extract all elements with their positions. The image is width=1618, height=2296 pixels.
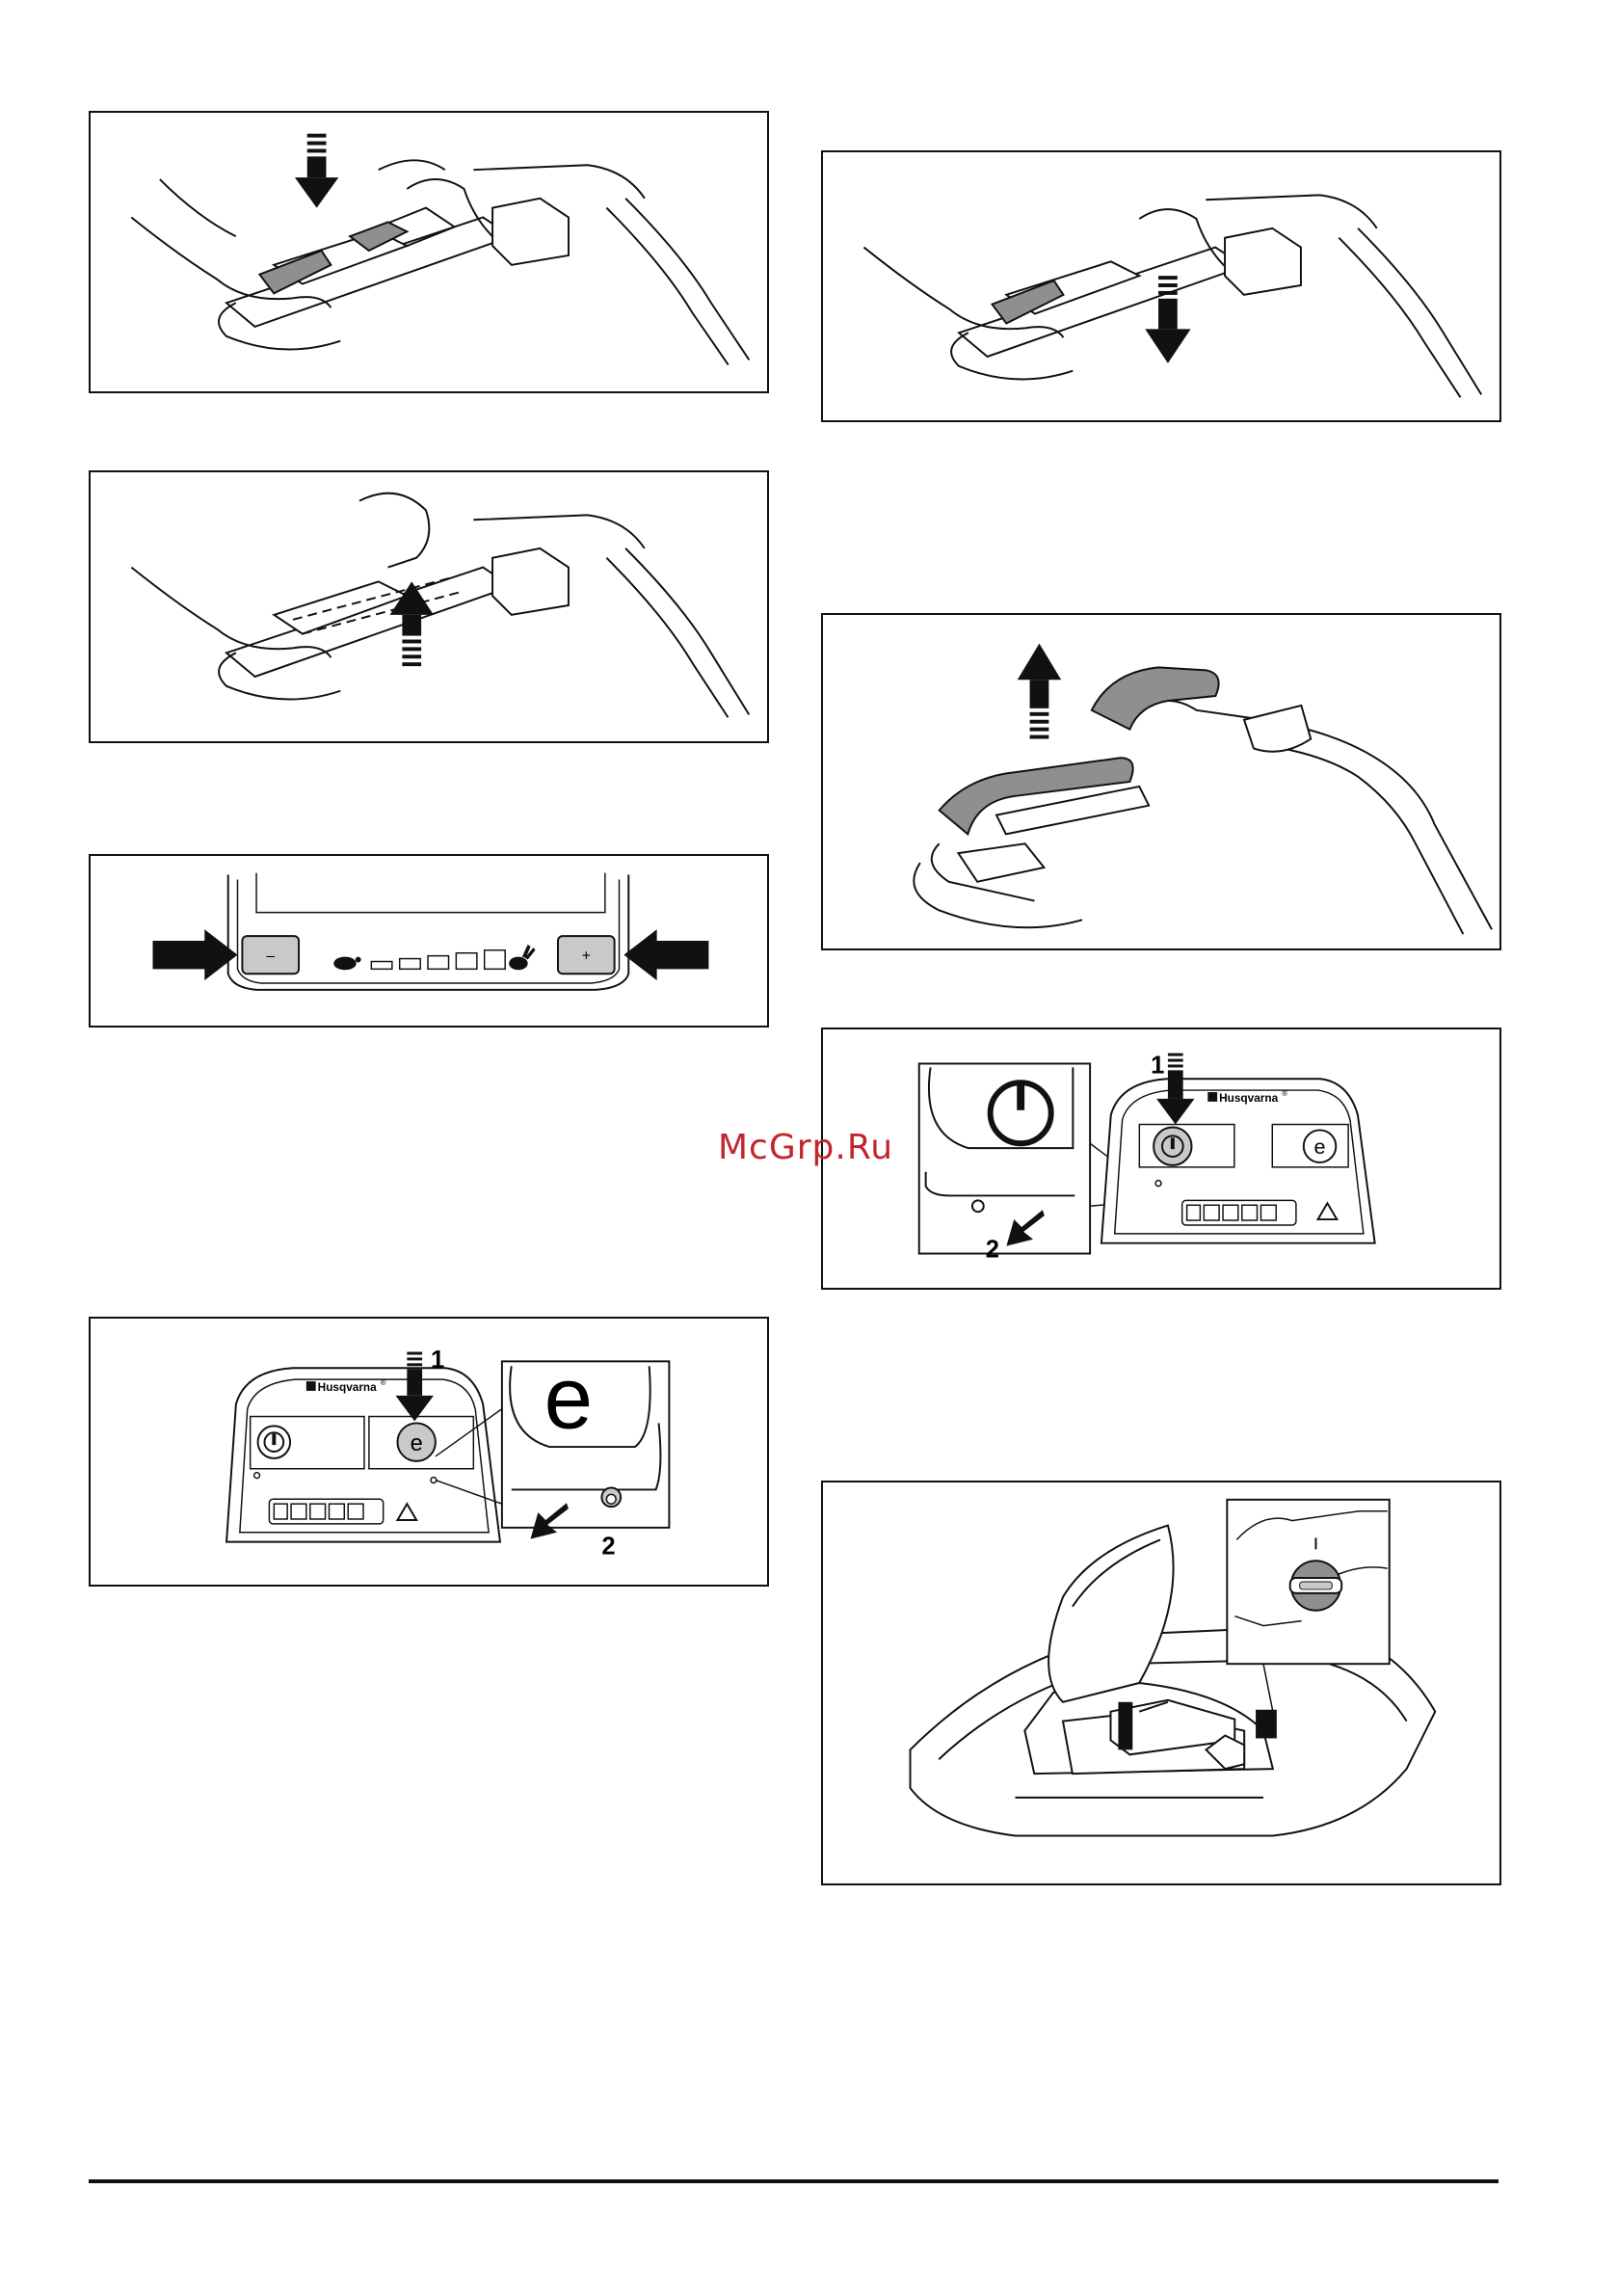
husqvarna-logo: Husqvarna ® [306, 1378, 386, 1394]
handle-press-illustration [91, 113, 767, 391]
footer-rule [89, 2179, 1499, 2183]
speed-minus-label: – [266, 948, 275, 965]
eco-icon: e [544, 1349, 593, 1447]
down-arrow-icon [295, 134, 338, 208]
arrow-right-icon [153, 929, 238, 980]
turtle-icon [333, 957, 360, 971]
rabbit-icon [509, 945, 535, 970]
figure-handle-press-down-right [821, 150, 1501, 422]
handle-press-illustration [823, 152, 1499, 420]
figure-speed-control-panel: – + [89, 854, 769, 1028]
handle-lift-illustration [91, 472, 767, 741]
down-arrow-icon [1145, 276, 1190, 363]
figure-handle-fold-up [821, 613, 1501, 950]
figure-handle-press-down [89, 111, 769, 393]
figure-battery-compartment [821, 1481, 1501, 1885]
handle-fold-illustration [823, 615, 1499, 948]
speed-plus-label: + [582, 948, 591, 965]
callout-2: 2 [601, 1533, 615, 1560]
battery-compartment-illustration [823, 1482, 1499, 1883]
zoom-inset [919, 1063, 1090, 1253]
svg-text:Husqvarna: Husqvarna [1219, 1091, 1278, 1105]
eco-panel-illustration: Husqvarna ® e e [91, 1319, 767, 1585]
callout-2: 2 [986, 1236, 999, 1263]
up-arrow-icon [1018, 644, 1061, 739]
eco-icon: e [1314, 1135, 1326, 1159]
husqvarna-logo: Husqvarna ® [1207, 1089, 1287, 1105]
callout-1: 1 [431, 1347, 444, 1374]
svg-text:Husqvarna: Husqvarna [318, 1380, 377, 1394]
svg-text:®: ® [1282, 1089, 1287, 1098]
power-panel-illustration: Husqvarna ® e 1 2 [823, 1029, 1499, 1288]
speed-level-indicator [371, 950, 505, 970]
figure-power-button-panel: Husqvarna ® e 1 2 [821, 1028, 1501, 1290]
figure-eco-button-panel: Husqvarna ® e e [89, 1317, 769, 1587]
arrow-left-icon [623, 929, 708, 980]
speed-panel-illustration: – + [91, 856, 767, 1026]
watermark: McGrp.Ru [718, 1128, 893, 1167]
figure-handle-lift-up [89, 470, 769, 743]
callout-1: 1 [1151, 1052, 1164, 1079]
eco-icon: e [411, 1431, 423, 1456]
svg-text:®: ® [381, 1378, 386, 1387]
